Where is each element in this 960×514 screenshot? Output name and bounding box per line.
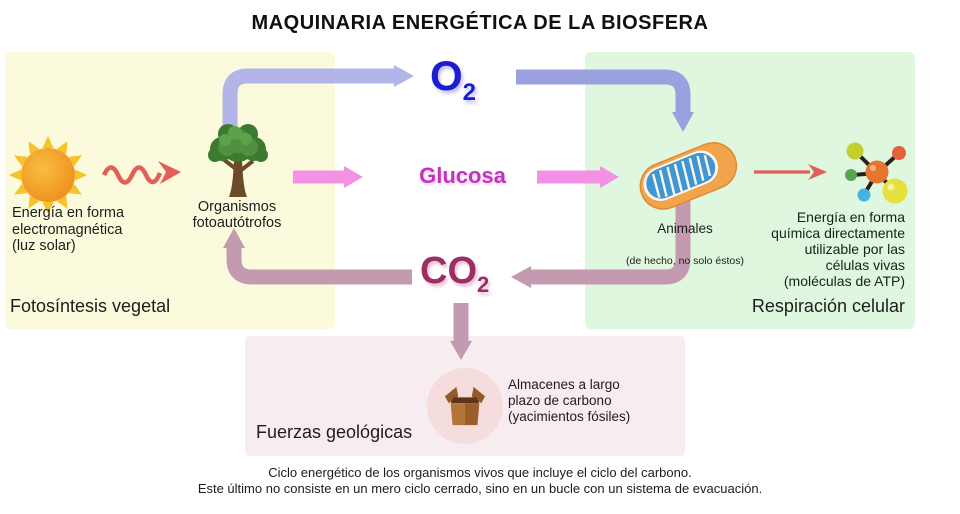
co2-label: CO2 — [420, 250, 489, 297]
animals-label: Animales — [657, 221, 713, 236]
geology-panel-label: Fuerzas geológicas — [256, 422, 413, 442]
footer-caption-line2: Este último no consiste en un mero ciclo… — [197, 481, 763, 496]
tree-label: Organismos fotoautótrofos — [192, 199, 282, 232]
animals-note: (de hecho, no solo éstos) — [626, 255, 744, 267]
co2-symbol: CO — [420, 250, 477, 292]
o2-label: O2 — [430, 52, 476, 106]
carbon-storage-box-icon — [444, 386, 486, 426]
photosynthesis-panel-label: Fotosíntesis vegetal — [10, 296, 171, 316]
mitochondria-icon — [639, 142, 738, 210]
sun-caption: Energía en forma electromagnética (luz s… — [12, 205, 125, 255]
page-title: MAQUINARIA ENERGÉTICA DE LA BIOSFERA — [251, 12, 709, 34]
tree-icon — [208, 124, 268, 197]
co2-subscript: 2 — [477, 272, 490, 297]
atp-molecule-icon — [845, 142, 908, 204]
animals-block: Animales (de hecho, no solo éstos) — [610, 203, 760, 285]
atp-caption: Energía en forma química directamente ut… — [771, 209, 905, 290]
glucose-label: Glucosa — [419, 163, 506, 188]
storage-caption: Almacenes a largo plazo de carbono (yaci… — [508, 377, 631, 425]
o2-symbol: O — [430, 52, 463, 99]
sun-icon — [9, 136, 87, 214]
respiration-panel-label: Respiración celular — [751, 296, 905, 316]
footer-caption-line1: Ciclo energético de los organismos vivos… — [268, 465, 692, 480]
o2-subscript: 2 — [462, 79, 477, 106]
